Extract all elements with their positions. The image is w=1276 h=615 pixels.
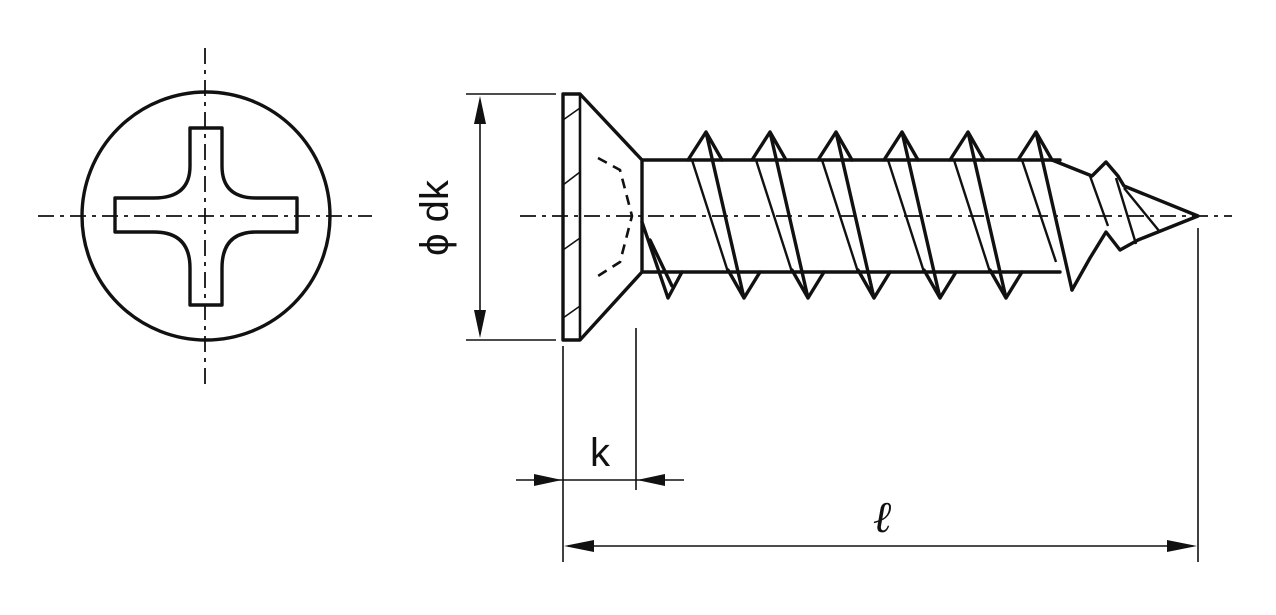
recess-hidden-line	[597, 156, 634, 278]
dimension-head-height: k	[516, 328, 684, 490]
tip-flank-lines	[1088, 175, 1161, 245]
thread-crest-3	[816, 130, 892, 300]
thread-crest-4	[882, 130, 958, 300]
screw-side-view	[520, 92, 1232, 342]
head-outline-circle	[80, 90, 332, 342]
l-arrow-left	[564, 540, 594, 552]
threaded-shank	[640, 130, 1200, 300]
thread-crest-5	[948, 130, 1024, 300]
head-hatch-2	[562, 171, 581, 186]
dimension-head-diameter: ϕ dk	[413, 93, 556, 341]
head-profile	[561, 92, 644, 342]
thread-start-flank	[648, 238, 674, 288]
screw-tip	[1050, 158, 1200, 292]
dk-label: ϕ dk	[413, 179, 457, 256]
dk-arrow-top	[474, 96, 486, 124]
head-hatch-4	[562, 305, 581, 319]
l-arrow-right	[1167, 540, 1197, 552]
k-arrow-left	[534, 474, 562, 486]
thread-crest-6	[1016, 130, 1074, 292]
countersunk-head	[561, 92, 644, 342]
head-hatch-3	[562, 237, 581, 251]
thread-crest-2	[750, 130, 826, 300]
dimension-length: ℓ	[562, 228, 1199, 562]
k-arrow-right	[637, 474, 665, 486]
dk-arrow-bottom	[474, 310, 486, 338]
head-top-view	[38, 48, 372, 385]
k-label: k	[590, 431, 611, 475]
thread-crest-1	[686, 130, 762, 300]
head-hatch-1	[562, 107, 581, 121]
thread-start	[640, 220, 684, 300]
phillips-cross-recess	[113, 126, 299, 307]
thread-flank-lines	[690, 159, 1058, 273]
l-label: ℓ	[873, 492, 892, 543]
